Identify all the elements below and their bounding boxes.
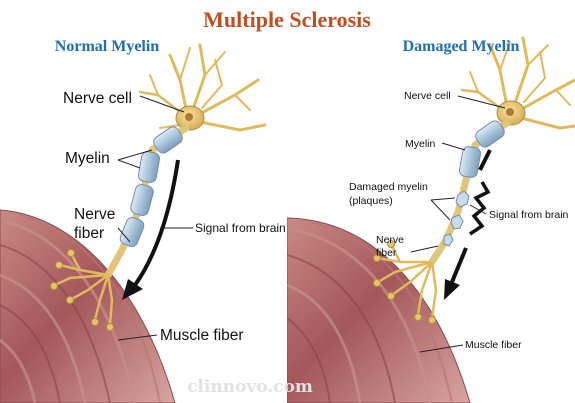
label-fiber-left: fiber — [74, 225, 104, 242]
watermark: clinnovo.com — [187, 377, 313, 397]
label-plaques-right: (plaques) — [349, 195, 393, 207]
label-muscle-right: Muscle fiber — [465, 339, 522, 351]
label-damaged-myelin-right: Damaged myelin — [349, 181, 428, 193]
plaques-right — [444, 191, 469, 246]
damaged-panel-title: Damaged Myelin — [403, 38, 520, 55]
label-nerve-right: Nerve — [376, 234, 404, 246]
label-muscle-left: Muscle fiber — [160, 327, 244, 344]
label-nerve-cell-left: Nerve cell — [63, 90, 132, 107]
label-nerve-left: Nerve — [74, 206, 115, 223]
normal-panel-title: Normal Myelin — [55, 38, 160, 55]
label-fiber-right: fiber — [376, 247, 397, 259]
label-myelin-right: Myelin — [405, 138, 436, 150]
label-signal-right: Signal from brain — [489, 209, 569, 221]
myelin-sheath-right — [459, 119, 507, 179]
nucleus-left — [185, 113, 193, 121]
label-myelin-left: Myelin — [65, 150, 110, 167]
main-title: Multiple Sclerosis — [203, 7, 371, 32]
label-signal-left: Signal from brain — [195, 221, 286, 235]
nucleus-right — [506, 108, 514, 116]
label-nerve-cell-right: Nerve cell — [404, 90, 451, 102]
